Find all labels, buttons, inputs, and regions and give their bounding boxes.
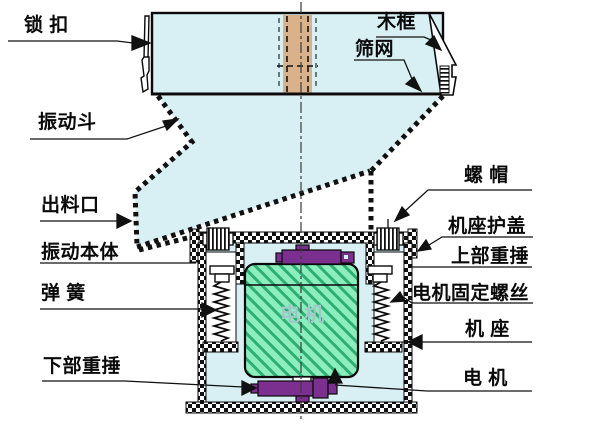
motor-block-label: 电机 [280,304,328,326]
spring-bracket-right [367,265,393,275]
hopper-leader [30,125,167,140]
wood-frame-leader [376,36,432,41]
lock-leader [8,40,134,44]
label-motor: 电 机 [463,368,508,389]
label-outlet: 出料口 [41,195,100,216]
spring-arrow [201,301,218,319]
nut-arrow [393,205,411,223]
spring-shelf-left [202,341,239,353]
motor-leader [334,384,532,392]
sieve-mesh-arrow [404,75,423,93]
inner-column-right [365,242,375,285]
hopper-body [135,96,443,246]
bolt-right [373,219,404,251]
label-spring: 弹 簧 [41,283,86,304]
label-base-cover: 机座护盖 [448,216,527,237]
bolt-left [202,227,234,251]
frame-clamp-flap [428,12,458,96]
label-wood-frame: 木框 [377,12,417,33]
label-base: 机 座 [465,319,510,340]
wood-frame-arrow [424,34,443,52]
mount-bolts [202,219,404,251]
spring-shelf-right [364,341,403,353]
spring-left [210,281,232,342]
upper-weight [275,244,355,265]
label-lower-weight: 下部重捶 [43,356,122,377]
motor-screw-leader [402,296,533,304]
sieve-frame-box [150,11,445,96]
motor-arrow [326,367,344,384]
lower-weight-leader [42,380,244,388]
leader-lines [8,34,533,397]
label-hopper: 振动斗 [38,112,97,133]
spring-bracket-left [209,265,235,275]
label-nut: 螺 帽 [464,165,509,186]
lower-weight-arrow [241,379,258,397]
lock-latch [140,15,150,94]
label-sieve-mesh: 筛网 [355,39,395,60]
hopper-arrow [162,118,180,132]
label-upper-weight: 上部重捶 [451,246,530,267]
label-vibration-body: 振动本体 [41,242,120,263]
lock-arrow [131,35,152,51]
base-cover-arrow [416,238,433,252]
spring-right [370,281,392,342]
inner-column-left [235,242,245,285]
housing-wall-left [197,242,207,404]
base-cover-leader [428,236,533,246]
sieve-mesh-leader [354,59,413,80]
label-lock: 锁 扣 [24,15,69,36]
lower-weight [250,377,338,403]
outlet-arrow [116,212,133,230]
nut-leader [403,189,532,213]
wood-frame-strip [283,15,312,93]
springs [209,265,393,342]
base-arrow [406,333,423,351]
motor-screw-arrow [389,290,407,303]
label-motor-screw: 电机固定螺丝 [412,283,530,304]
